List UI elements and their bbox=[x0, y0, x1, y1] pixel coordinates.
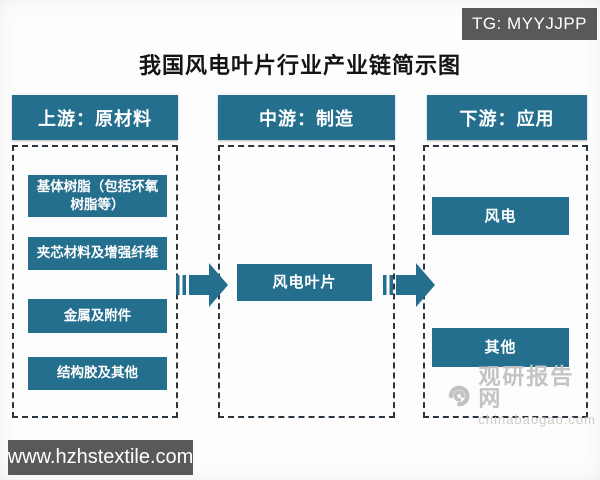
downstream-item-other: 其他 bbox=[432, 328, 569, 367]
upstream-header: 上游：原材料 bbox=[12, 95, 178, 140]
downstream-header: 下游：应用 bbox=[427, 95, 587, 140]
striped-arrow-icon bbox=[176, 263, 228, 307]
downstream-item-wind-power: 风电 bbox=[432, 197, 569, 235]
striped-arrow-icon bbox=[383, 263, 435, 307]
upstream-item-metal: 金属及附件 bbox=[28, 299, 167, 333]
upstream-group: 基体树脂（包括环氧树脂等） 夹芯材料及增强纤维 金属及附件 结构胶及其他 bbox=[12, 145, 178, 418]
upstream-item-core-fiber: 夹芯材料及增强纤维 bbox=[28, 237, 167, 270]
tg-badge: TG: MYYJJPP bbox=[462, 8, 597, 40]
midstream-header: 中游：制造 bbox=[218, 95, 395, 140]
upstream-item-resin: 基体树脂（包括环氧树脂等） bbox=[28, 175, 167, 217]
upstream-item-adhesive: 结构胶及其他 bbox=[28, 357, 167, 390]
midstream-group: 风电叶片 bbox=[218, 145, 395, 418]
downstream-group: 风电 其他 bbox=[423, 145, 588, 418]
footer-url: www.hzhstextile.com bbox=[8, 440, 193, 475]
midstream-item-blade: 风电叶片 bbox=[237, 264, 372, 301]
page-title: 我国风电叶片行业产业链简示图 bbox=[138, 53, 461, 79]
